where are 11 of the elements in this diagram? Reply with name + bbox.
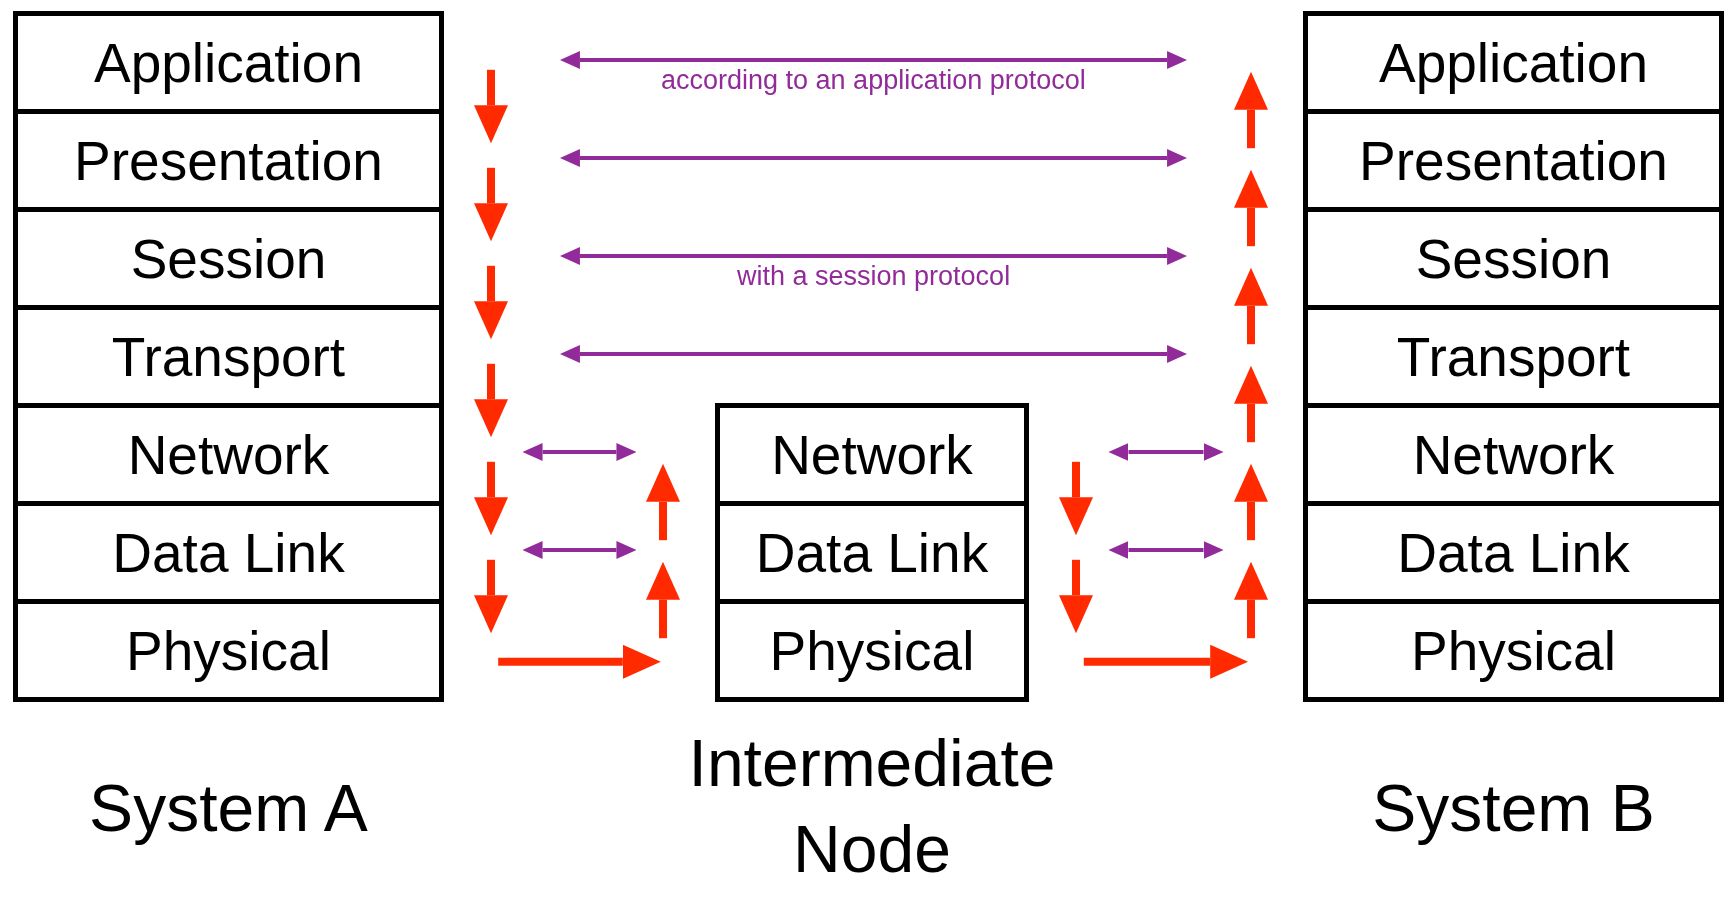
- arrow: [1108, 541, 1224, 559]
- arrow: [522, 443, 637, 461]
- group-title: System A: [88, 770, 369, 847]
- arrow: [1108, 443, 1224, 461]
- arrow: [559, 149, 1188, 167]
- arrow: [559, 247, 1188, 265]
- arrow: [559, 345, 1188, 363]
- arrow: [522, 541, 637, 559]
- group-title: System B: [1371, 770, 1656, 847]
- arrow: [559, 51, 1188, 69]
- group-title: Intermediate Node: [687, 725, 1057, 888]
